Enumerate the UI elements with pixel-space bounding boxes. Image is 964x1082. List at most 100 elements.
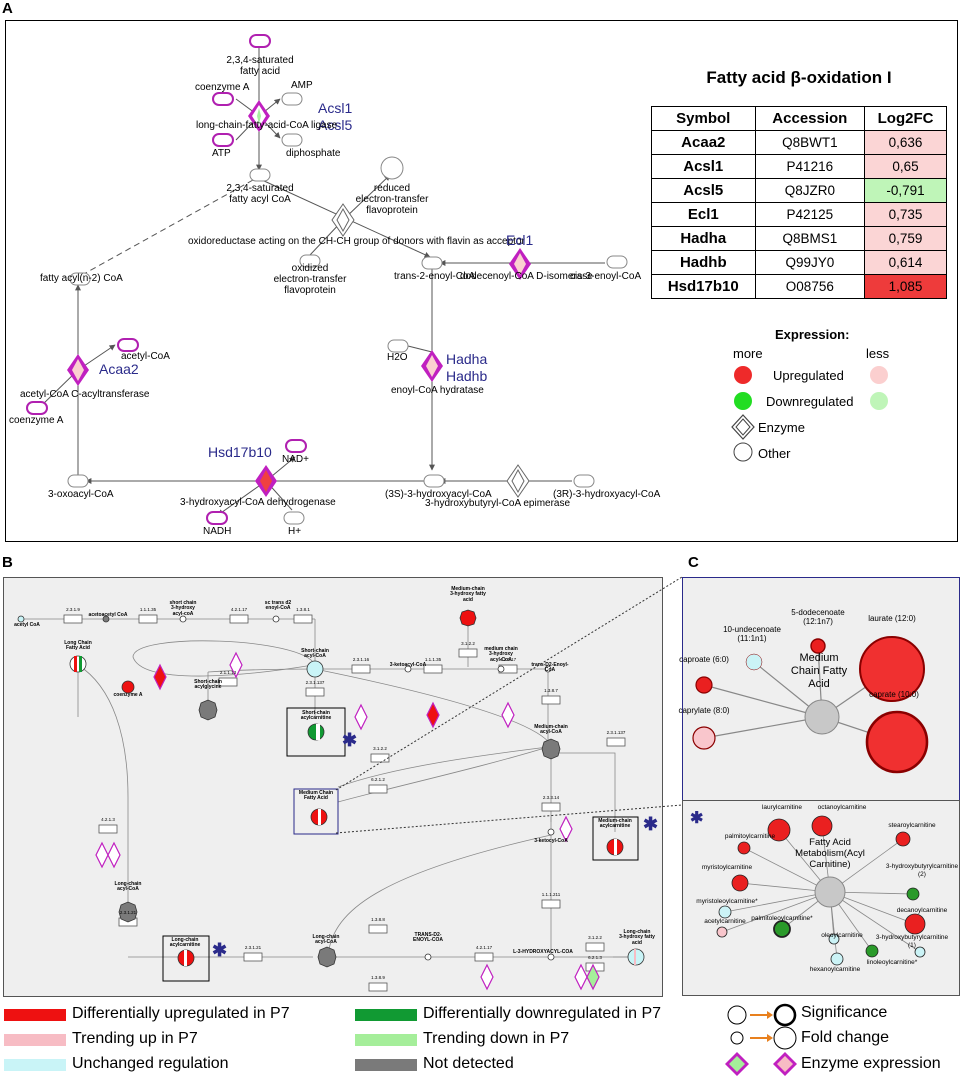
label-dodecenoyl: dodecenoyl-CoA D-isomerase: [460, 271, 593, 282]
ec-label: 4.2.1.17: [499, 657, 517, 662]
enzyme-diamond-b7: [95, 841, 109, 869]
c-top-node: [692, 726, 716, 750]
legend-downregulated: Downregulated: [766, 394, 854, 409]
c-bottom-label: linoleoylcarnitine*: [867, 959, 918, 966]
cell-symbol: Acsl1: [651, 154, 756, 179]
c-top-label: caprate (10:0): [869, 690, 919, 699]
node-label: trans-D2-Enoyl-CoA: [531, 662, 569, 674]
node-coenzyme-a: [121, 680, 135, 694]
panel-a-pathway: [26, 34, 628, 525]
ec-label: 4.2.1.17: [230, 607, 248, 612]
edge-c-bottom: [829, 891, 921, 953]
cell-log2fc: 0,65: [864, 154, 947, 179]
legend-swatch: [4, 1034, 66, 1046]
label-hydroxyacyl-dh: 3-hydroxyacyl-CoA dehydrogenase: [180, 497, 336, 508]
enzyme-diamond-b9: [480, 963, 494, 991]
enzyme-diamond-b10: [574, 963, 588, 991]
c-top-label: caproate (6:0): [679, 655, 729, 664]
c-bottom-label: oleoylcarnitine: [821, 932, 863, 939]
node-label: acetyl CoA: [14, 622, 40, 628]
node-label: 3-ketoacyl-CoA: [389, 662, 427, 668]
enzyme-diamond-b4: [426, 701, 440, 729]
ec-label: 6.2.1.3: [588, 955, 602, 960]
label-oxidoreductase: oxidoreductase acting on the CH-CH group…: [188, 236, 525, 247]
label-hplus: H+: [288, 526, 302, 537]
label-nad: NAD+: [282, 454, 309, 465]
significance-star-1: ✱: [342, 730, 357, 750]
cell-log2fc: 0,636: [864, 130, 947, 155]
legend-label: Differentially upregulated in P7: [72, 1005, 290, 1022]
label-acetyl-coa: acetyl-CoA: [121, 351, 170, 362]
c-bottom-node: [828, 933, 840, 945]
legend-label: Differentially downregulated in P7: [423, 1005, 662, 1022]
upregulated-less-swatch: [870, 366, 888, 384]
c-top-label: 5-dodecenoate(12:1n7): [791, 608, 845, 626]
c-bottom-label: 3-hydroxybutyrylcarnitine(2): [886, 863, 959, 878]
ec-label: 3.1.2.2: [461, 641, 475, 646]
ec-box: [368, 784, 388, 794]
edge-c-bottom: [721, 891, 831, 933]
label-amp: AMP: [291, 80, 313, 91]
node-ketoacyl-coa: [547, 828, 555, 836]
enzyme-diamond-b2: [229, 651, 243, 679]
enzyme-label-ecl1: Ecl1: [506, 232, 534, 248]
c-bottom-label: 3-hydroxybutyrylcarnitine(1): [876, 934, 949, 949]
panel-b: [3, 577, 663, 997]
ec-label: 3.1.2.2: [373, 746, 387, 751]
panel-b-network: ✱ ✱ ✱: [17, 609, 658, 992]
ec-box: [351, 664, 371, 674]
node-mc-3hydroxy-acylcoa: [497, 665, 505, 673]
edge-c-bottom: [743, 847, 831, 893]
c-bottom-label: hexanoylcarnitine: [810, 966, 861, 973]
enzyme-diamond-b8: [107, 841, 121, 869]
panel-a: [5, 20, 958, 542]
edge-c-top: [703, 684, 823, 718]
cell-log2fc: 1,085: [864, 274, 947, 299]
cell-accession: O08756: [754, 274, 866, 299]
label-nadh: NADH: [203, 526, 232, 537]
label-hydroxybutyryl-epimerase: 3-hydroxybutyryl-CoA epimerase: [425, 498, 571, 509]
ec-box: [541, 802, 561, 812]
node-label: acetoacetyl CoA: [88, 612, 128, 618]
label-h2o: H2O: [387, 352, 408, 363]
label-s3-hydroxyacyl: (3S)-3-hydroxyacyl-CoA: [385, 489, 492, 500]
legend-swatch: [4, 1059, 66, 1071]
node-label: coenzyme A: [113, 692, 143, 698]
ec-box: [63, 614, 83, 624]
legend-symbol-glyphs: [725, 1003, 797, 1076]
panel-label-b: B: [2, 554, 13, 571]
label-r3-hydroxyacyl: (3R)-3-hydroxyacyl-CoA: [553, 489, 661, 500]
cell-symbol: Acaa2: [651, 130, 756, 155]
enzyme-acsl-diamond: [248, 100, 270, 132]
node-acetyl-coa: [17, 615, 25, 623]
ec-box: [138, 614, 158, 624]
ec-label: 1.1.1.211: [541, 892, 561, 897]
enzyme-diamond-b6: [559, 815, 573, 843]
ec-label: 2.3.1.21: [244, 945, 262, 950]
c-top-label: 10-undecenoate(11:1n1): [723, 625, 781, 643]
node-label: L-3-HYDROXYACYL-COA: [513, 949, 573, 955]
node-short-chain-acylcoa: [306, 660, 324, 678]
ec-label: 1.3.8.1: [296, 607, 310, 612]
ec-label: 3.1.2.2: [588, 935, 602, 940]
c-bottom-node: [716, 926, 728, 938]
legend-more: more: [733, 346, 763, 361]
cell-accession: Q99JY0: [754, 250, 866, 275]
legend-significance: Significance: [801, 1004, 888, 1021]
ec-box: [243, 952, 263, 962]
label-atp: ATP: [212, 148, 231, 159]
ec-label: 4.2.1.17: [475, 945, 493, 950]
node-long-chain-acylcoa-bottom: [317, 946, 337, 968]
cell-symbol: Ecl1: [651, 202, 756, 227]
downregulated-less-swatch: [870, 392, 888, 410]
